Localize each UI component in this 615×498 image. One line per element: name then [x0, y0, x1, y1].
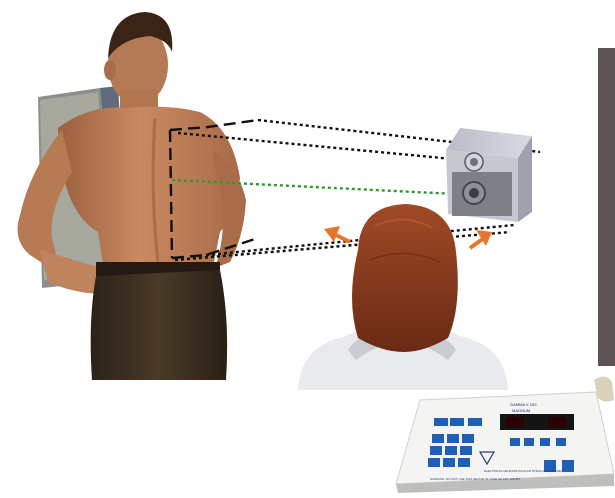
console-brand-label: MAGNUM	[512, 408, 530, 413]
pointer-arrow-right	[470, 230, 492, 248]
control-console: GAMMA X 100 MAGNUM ELECTRICAL NEUROMUSCU…	[396, 376, 614, 493]
patient-figure	[18, 12, 246, 380]
console-warning-text: WARNING: DO NOT USE THIS DEVICE IN CASE …	[430, 477, 520, 481]
pointer-arrow-left	[324, 226, 350, 242]
console-model-label: GAMMA X 100	[510, 402, 537, 407]
camera-box	[446, 128, 532, 222]
side-panel-bar	[598, 48, 615, 366]
console-footer-text: ELECTRICAL NEUROMUSCULAR STIMULATOR MODE…	[484, 469, 563, 473]
